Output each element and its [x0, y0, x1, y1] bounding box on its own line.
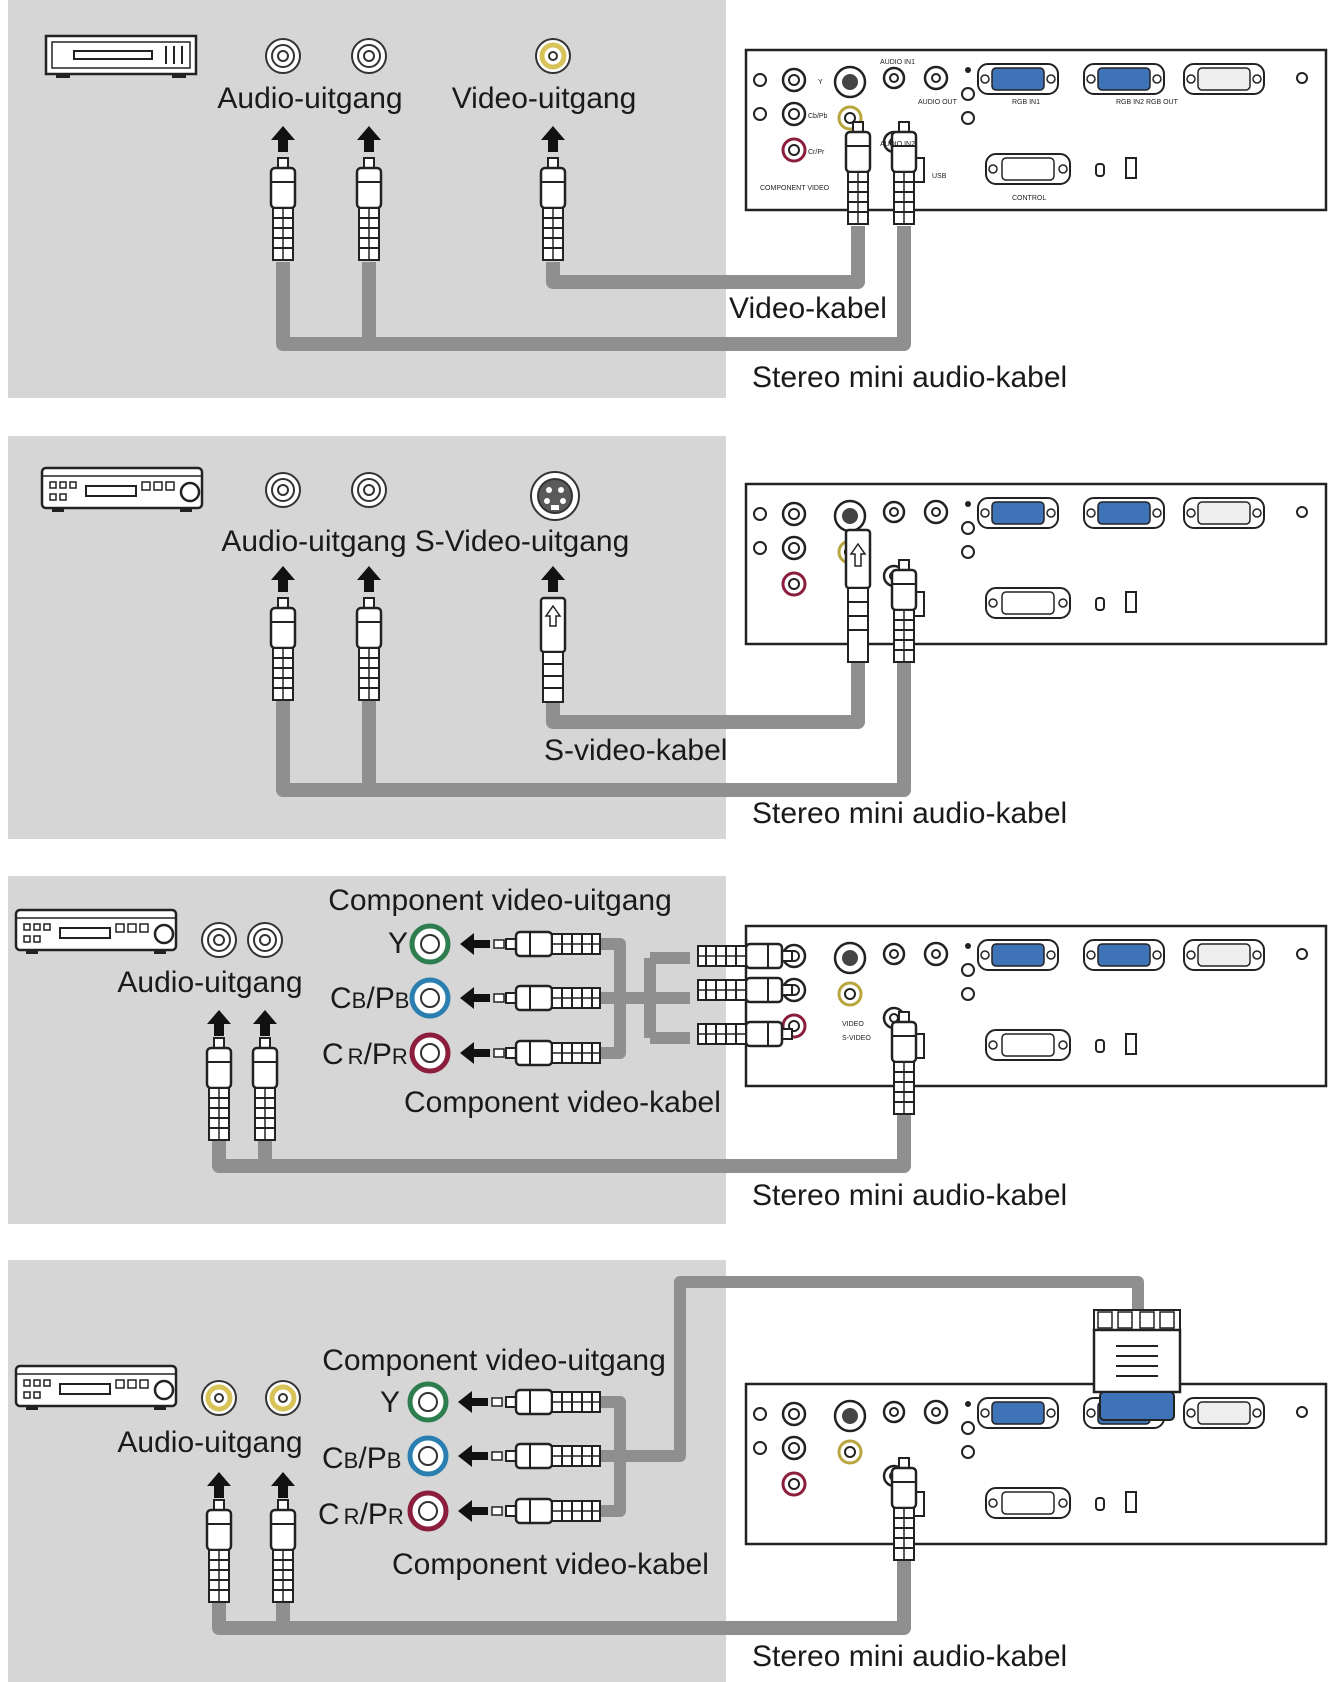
projector-back-panel-icon	[744, 1382, 1328, 1546]
panel-s-video: Audio-uitgang S-Video-uitgang S-video-	[8, 436, 1328, 839]
audio-cable-line	[276, 660, 911, 797]
projector-usb-label: USB	[932, 173, 947, 180]
rca-plug-icon	[504, 1039, 602, 1067]
projector-rgb-in2-out-label: RGB IN2 RGB OUT	[1116, 99, 1179, 106]
y-jack-green-icon	[409, 923, 451, 965]
audio-cable-label: Stereo mini audio-kabel	[752, 361, 1067, 394]
panel-component-to-rgb: Component video-uitgang Audio-uitgang Y …	[8, 1260, 1328, 1682]
rca-plug-icon	[696, 1020, 794, 1048]
audio-out-label: Audio-uitgang	[217, 82, 402, 115]
projector-component-video-label: COMPONENT VIDEO	[760, 185, 830, 192]
video-cable-label: Video-kabel	[729, 292, 887, 325]
projector-control-label: CONTROL	[1012, 195, 1046, 202]
audio-jack-left-icon	[265, 38, 301, 74]
vga-plug-icon	[1092, 1309, 1182, 1421]
audio-mini-plug-icon	[890, 558, 918, 664]
audio-mini-plug-icon	[890, 1456, 918, 1562]
projector-svideo-label: S-VIDEO	[842, 1035, 871, 1042]
component-cable-label: Component video-kabel	[404, 1086, 721, 1119]
rca-plug-icon	[696, 976, 794, 1004]
projector-rgb-in1-label: RGB IN1	[1012, 99, 1040, 106]
rca-plug-icon	[205, 1036, 233, 1142]
audio-out-label: Audio-uitgang	[221, 525, 406, 558]
projector-cr-label: Cr/Pr	[808, 149, 825, 156]
projector-back-panel-icon	[744, 924, 1328, 1088]
dvd-player-icon	[14, 1364, 178, 1412]
dvd-player-icon	[14, 908, 178, 956]
projector-audio-in1-label: AUDIO IN1	[880, 59, 915, 66]
audio-cable-line	[276, 226, 911, 351]
rca-plug-icon	[269, 596, 297, 702]
svideo-cable-line	[546, 660, 865, 729]
projector-audio-in2-label: AUDIO IN2	[880, 141, 915, 148]
rca-plug-icon	[205, 1498, 233, 1604]
rca-plug-icon	[355, 596, 383, 702]
cb-jack-blue-icon	[407, 1435, 449, 1477]
cb-pb-label: CB/PB	[322, 1442, 401, 1475]
vcr-device-icon	[44, 34, 198, 80]
component-cable-label: Component video-kabel	[392, 1548, 709, 1581]
rca-plug-icon	[504, 984, 602, 1012]
component-rgb-cable-line	[600, 1276, 1144, 1517]
audio-jack-right-icon	[247, 922, 283, 958]
audio-jack-right-icon	[265, 1380, 301, 1416]
cr-jack-red-icon	[407, 1490, 449, 1532]
rca-plug-icon	[844, 120, 872, 226]
rca-plug-icon	[269, 1498, 297, 1604]
rca-plug-icon	[504, 1497, 602, 1525]
svideo-out-label: S-Video-uitgang	[415, 525, 630, 558]
audio-jack-left-icon	[265, 472, 301, 508]
audio-out-label: Audio-uitgang	[117, 1426, 302, 1459]
audio-jack-left-icon	[201, 922, 237, 958]
rca-plug-icon	[504, 1442, 602, 1470]
video-out-label: Video-uitgang	[452, 82, 637, 115]
rca-plug-icon	[504, 930, 602, 958]
projector-cb-label: Cb/Pb	[808, 113, 828, 120]
svideo-jack-icon	[530, 471, 580, 521]
cr-jack-red-icon	[409, 1032, 451, 1074]
panel-component-video: Component video-uitgang Audio-uitgang Y …	[8, 876, 1328, 1224]
rca-plug-icon	[269, 156, 297, 262]
audio-cable-label: Stereo mini audio-kabel	[752, 1179, 1067, 1212]
rca-plug-icon	[355, 156, 383, 262]
y-label: Y	[388, 927, 408, 960]
rca-plug-icon	[539, 156, 567, 262]
audio-mini-plug-icon	[890, 120, 918, 226]
component-out-label: Component video-uitgang	[322, 1344, 666, 1377]
projector-back-panel-icon	[744, 482, 1328, 646]
projector-y-label: Y	[818, 79, 823, 86]
y-label: Y	[380, 1386, 400, 1419]
svideo-plug-icon	[539, 596, 567, 703]
audio-out-label: Audio-uitgang	[117, 966, 302, 999]
component-cable-line	[650, 952, 690, 1044]
panel-background	[8, 1260, 726, 1682]
audio-jack-right-icon	[351, 38, 387, 74]
svideo-plug-projector-icon	[844, 528, 872, 663]
projector-audio-out-label: AUDIO OUT	[918, 99, 958, 106]
video-jack-yellow-icon	[535, 38, 571, 74]
projector-back-panel-icon	[744, 48, 1328, 212]
audio-jack-left-icon	[201, 1380, 237, 1416]
y-jack-green-icon	[407, 1381, 449, 1423]
audio-jack-right-icon	[351, 472, 387, 508]
projector-video-label: VIDEO	[842, 1021, 864, 1028]
projector-labels: AUDIO IN1 AUDIO IN2 AUDIO OUT RGB IN1 RG…	[760, 59, 1179, 1042]
rca-plug-icon	[251, 1036, 279, 1142]
audio-mini-plug-icon	[890, 1010, 918, 1116]
cb-pb-label: CB/PB	[330, 982, 409, 1015]
component-cable-line	[600, 938, 690, 1059]
dvd-player-icon	[40, 466, 204, 514]
rca-plug-icon	[504, 1388, 602, 1416]
cb-jack-blue-icon	[409, 977, 451, 1019]
audio-cable-label: Stereo mini audio-kabel	[752, 1640, 1067, 1673]
panel-composite-video: Audio-uitgang Video-uitgang Video-kabel …	[8, 0, 1328, 398]
video-cable-line	[546, 226, 865, 289]
component-out-label: Component video-uitgang	[328, 884, 672, 917]
svideo-cable-label: S-video-kabel	[544, 734, 727, 767]
audio-cable-label: Stereo mini audio-kabel	[752, 797, 1067, 830]
rca-plug-icon	[696, 942, 794, 970]
